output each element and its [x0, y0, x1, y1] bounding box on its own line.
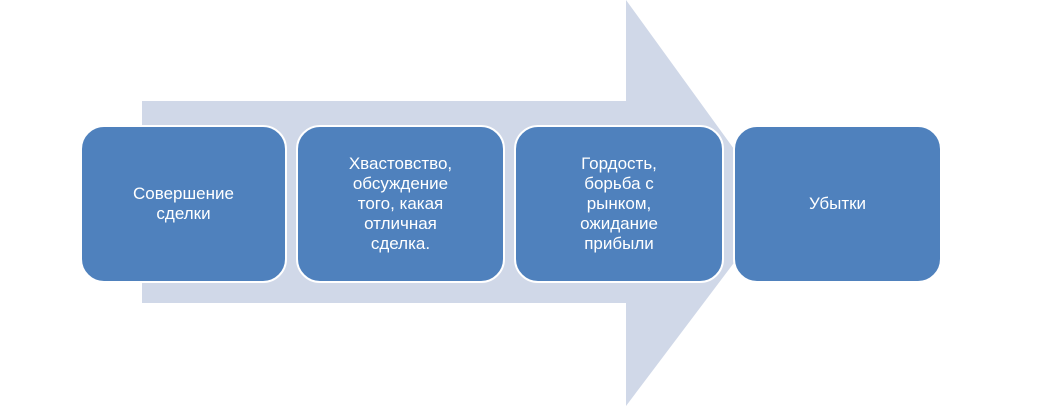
step-box-2: Хвастовство, обсуждение того, какая отли…	[296, 125, 505, 283]
step-label-4: Убытки	[808, 194, 867, 213]
step-label-1: Совершение сделки	[133, 184, 234, 223]
step-box-1: Совершение сделки	[80, 125, 287, 283]
step-label-3: Гордость, борьба с рынком, ожидание приб…	[580, 154, 658, 253]
step-box-3: Гордость, борьба с рынком, ожидание приб…	[514, 125, 724, 283]
step-label-2: Хвастовство, обсуждение того, какая отли…	[348, 154, 453, 253]
step-box-4: Убытки	[733, 125, 942, 283]
